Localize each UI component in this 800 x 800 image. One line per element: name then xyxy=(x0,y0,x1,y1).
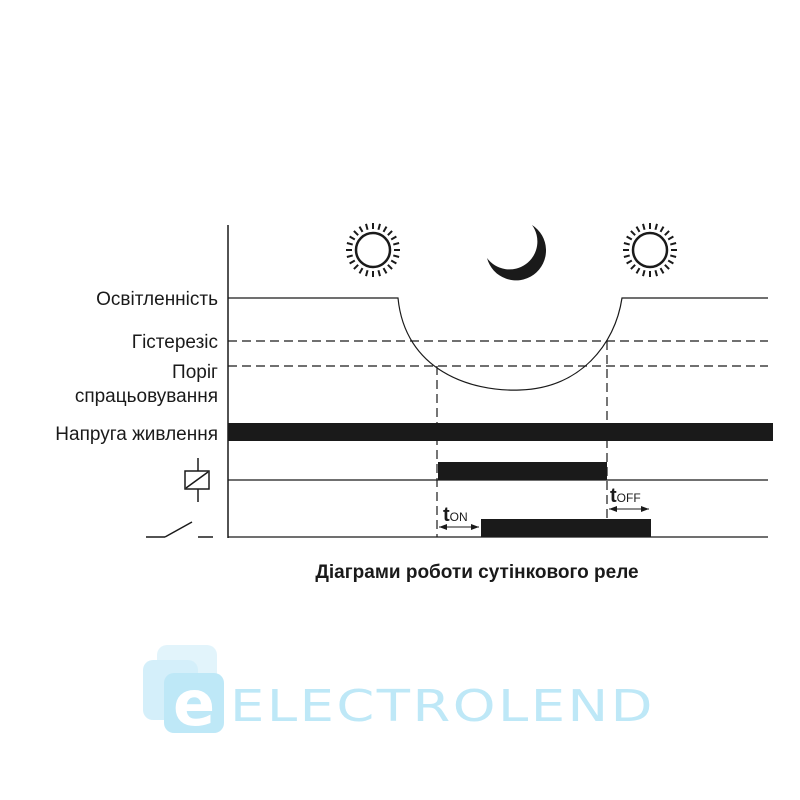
sun-ray xyxy=(393,242,400,246)
svg-text:ELECTROLEND: ELECTROLEND xyxy=(230,681,655,732)
t-on-label: tON xyxy=(443,504,468,526)
t-off-label: tOFF xyxy=(610,485,641,507)
sun-ray xyxy=(365,270,369,277)
sun-ray xyxy=(349,259,356,265)
sun-ray xyxy=(393,254,400,258)
supply-voltage-bar xyxy=(228,423,773,441)
diagram-title: Діаграми роботи сутінкового реле xyxy=(315,562,638,583)
sun-ray xyxy=(353,264,359,270)
sun-ray xyxy=(670,242,677,246)
sun-icon xyxy=(623,223,677,277)
sun-ray xyxy=(387,230,393,236)
sun-ray xyxy=(623,254,630,258)
sun-ray xyxy=(358,226,364,233)
sun-ray xyxy=(346,242,353,246)
sun-ray xyxy=(659,267,665,274)
sun-ray xyxy=(382,226,388,233)
sun-ray xyxy=(346,254,353,258)
sun-ray xyxy=(664,264,670,270)
sun-ray xyxy=(382,267,388,274)
sun-ray xyxy=(667,259,674,265)
sun-ray xyxy=(377,270,381,277)
sun-ray xyxy=(642,223,646,230)
switch-contact-icon xyxy=(146,521,213,538)
moon-icon xyxy=(487,225,547,281)
sun-ray xyxy=(667,235,674,241)
svg-text:e: e xyxy=(173,667,215,740)
t-off-arrow xyxy=(609,506,649,512)
sun-ray xyxy=(654,270,658,277)
relay-coil-icon xyxy=(184,458,210,502)
sun-ray xyxy=(626,259,633,265)
sun-ray xyxy=(349,235,356,241)
sun-ray xyxy=(626,235,633,241)
sun-ray xyxy=(377,223,381,230)
contact-on-bar xyxy=(481,519,651,537)
sun-ray xyxy=(358,267,364,274)
threshold-label-2: спрацьовування xyxy=(75,386,218,407)
sun-ray xyxy=(654,223,658,230)
illuminance-curve xyxy=(228,297,768,391)
sun-ray xyxy=(670,254,677,258)
sun-ray xyxy=(635,226,641,233)
hysteresis-label: Гістерезіс xyxy=(132,332,218,353)
sun-ray xyxy=(642,270,646,277)
sun-ray xyxy=(353,230,359,236)
sun-ray xyxy=(390,235,397,241)
sun-ray xyxy=(390,259,397,265)
sun-icon xyxy=(346,223,400,277)
sun-ray xyxy=(664,230,670,236)
illuminance-label: Освітленність xyxy=(96,289,218,310)
supply-voltage-label: Напруга живлення xyxy=(55,424,218,445)
sun-ray xyxy=(365,223,369,230)
sun-ray xyxy=(635,267,641,274)
sun-ray xyxy=(630,230,636,236)
sun-ray xyxy=(630,264,636,270)
electrolend-logo: e ELECTROLEND xyxy=(143,645,655,740)
sun-ray xyxy=(623,242,630,246)
t-on-arrow xyxy=(439,524,479,530)
sun-ray xyxy=(659,226,665,233)
relay-on-bar xyxy=(438,462,607,480)
threshold-label-1: Поріг xyxy=(172,362,218,383)
sun-ray xyxy=(387,264,393,270)
